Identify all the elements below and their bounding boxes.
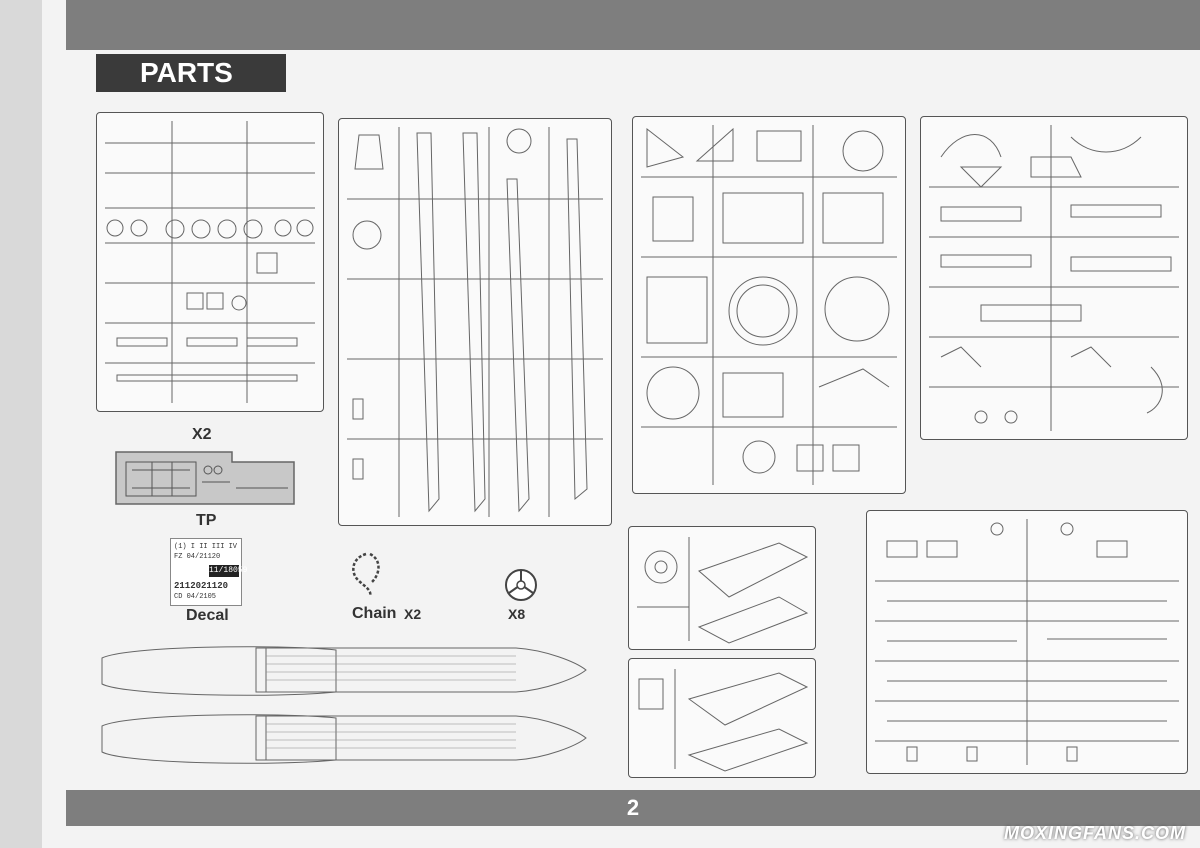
sprue-a bbox=[96, 112, 324, 412]
decal-row-1: (1) I II III IV bbox=[174, 543, 238, 551]
sprue-g bbox=[866, 510, 1188, 774]
sprue-a-parts-drawing bbox=[105, 121, 315, 403]
page-number: 2 bbox=[626, 795, 640, 820]
sprue-f-parts-drawing bbox=[929, 125, 1179, 431]
site-watermark: MOXINGFANS.COM bbox=[1003, 823, 1186, 843]
decal-row-3: 2112021120 bbox=[174, 581, 229, 591]
parts-heading-title: PARTS bbox=[140, 57, 233, 88]
chain-drawing bbox=[352, 552, 380, 597]
wheel-count-label: X8 bbox=[508, 606, 526, 622]
photo-etch-label: TP bbox=[196, 512, 217, 529]
hull-side-panels-drawing bbox=[101, 646, 587, 764]
decal-badge: 11/18059 bbox=[209, 565, 248, 577]
top-header-bar bbox=[66, 0, 1200, 50]
decal-label: Decal bbox=[186, 607, 229, 624]
decal-row-4: CD 04/2105 bbox=[174, 593, 217, 601]
parts-heading: PARTS bbox=[96, 54, 286, 92]
sprue-e bbox=[632, 116, 906, 494]
bottom-footer-bar: 2 bbox=[66, 790, 1200, 826]
chain-label: Chain bbox=[352, 605, 397, 622]
sprue-d-parts-drawing bbox=[347, 127, 603, 517]
photo-etch-drawing bbox=[115, 451, 295, 505]
sprue-f bbox=[920, 116, 1188, 440]
sprue-e-parts-drawing bbox=[641, 125, 897, 485]
photo-etch-plate bbox=[112, 448, 298, 508]
sprue-b-lower-drawing bbox=[638, 669, 809, 772]
chain-count-label: X2 bbox=[404, 606, 422, 622]
sprue-d bbox=[338, 118, 612, 526]
sprue-b-upper bbox=[628, 526, 816, 650]
decal-row-2: FZ 04/21120 bbox=[174, 553, 221, 561]
sprue-g-parts-drawing bbox=[875, 519, 1179, 765]
wheel-icon bbox=[505, 569, 537, 601]
sprue-b-lower bbox=[628, 658, 816, 778]
sprue-b-upper-drawing bbox=[637, 537, 809, 644]
sprue-a-count-label: X2 bbox=[192, 426, 212, 443]
decal-sheet: (1) I II III IV FZ 04/21120 11/18059 211… bbox=[170, 538, 248, 606]
